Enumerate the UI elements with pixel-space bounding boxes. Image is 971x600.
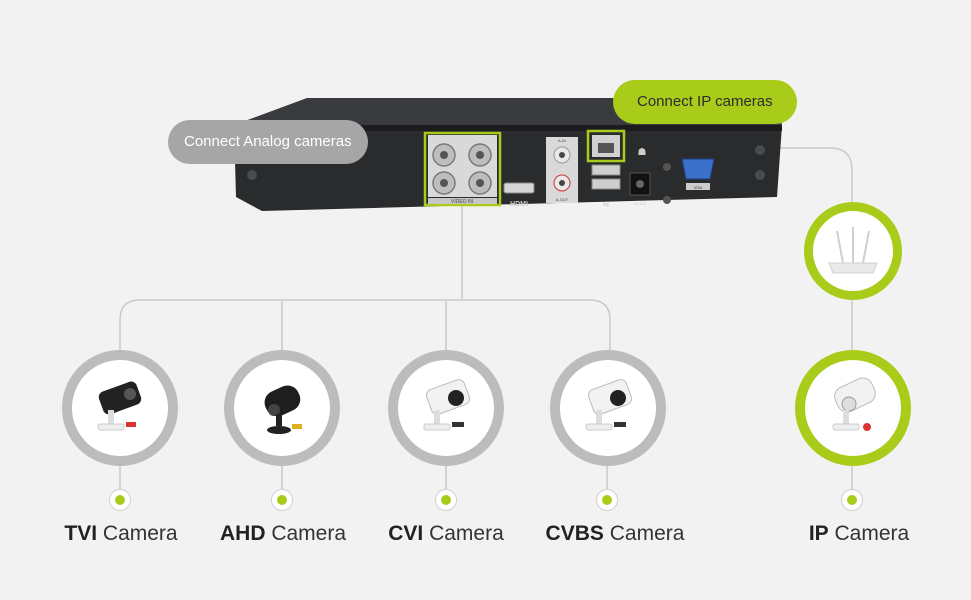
network-icon: ☗	[638, 147, 647, 158]
ip-camera-circle	[795, 350, 911, 466]
cvi-camera-icon	[423, 379, 471, 431]
dvr-rear-panel: VIDEO IN HDMI A-IN A-OUT ⇋ DC12V ☗ VGA	[234, 98, 782, 211]
audio-out-label: A-OUT	[556, 197, 569, 202]
hdmi-port	[503, 182, 535, 194]
ahd-connector-dot	[271, 489, 293, 511]
bnc-highlight-box	[423, 131, 502, 207]
cvi-camera-label: CVI Camera	[388, 522, 504, 545]
connect-analog-callout: Connect Analog cameras	[168, 120, 368, 164]
dc-label: DC12V	[634, 201, 647, 206]
analog-bus-line	[119, 299, 611, 365]
lan-highlight-box	[586, 129, 626, 163]
ahd-camera-label: AHD Camera	[219, 522, 347, 545]
vga-label: VGA	[694, 185, 703, 190]
svg-text:⇋: ⇋	[603, 200, 610, 209]
cvbs-connector-dot	[596, 489, 618, 511]
router-icon	[828, 227, 878, 274]
cvi-connector-dot	[435, 489, 457, 511]
audio-in-label: A-IN	[558, 138, 566, 143]
ahd-camera-icon	[264, 385, 302, 434]
hdmi-label: HDMI	[510, 201, 528, 208]
cvi-camera-circle	[388, 350, 504, 466]
ip-camera-icon	[832, 377, 876, 431]
ip-camera-label: IP Camera	[808, 522, 910, 545]
vga-port	[681, 158, 715, 180]
video-in-label: VIDEO IN	[451, 199, 473, 205]
ahd-camera-circle	[224, 350, 340, 466]
tvi-camera-icon	[97, 381, 142, 431]
ip-connector-dot	[841, 489, 863, 511]
tvi-connector-dot	[109, 489, 131, 511]
cvbs-camera-icon	[585, 379, 633, 431]
network-line	[630, 147, 853, 205]
connect-ip-callout: Connect IP cameras	[613, 80, 797, 124]
cvbs-camera-label: CVBS Camera	[545, 522, 685, 545]
cvbs-camera-circle	[550, 350, 666, 466]
tvi-camera-circle	[62, 350, 178, 466]
tvi-camera-label: TVI Camera	[64, 522, 178, 545]
router-circle	[804, 202, 902, 300]
